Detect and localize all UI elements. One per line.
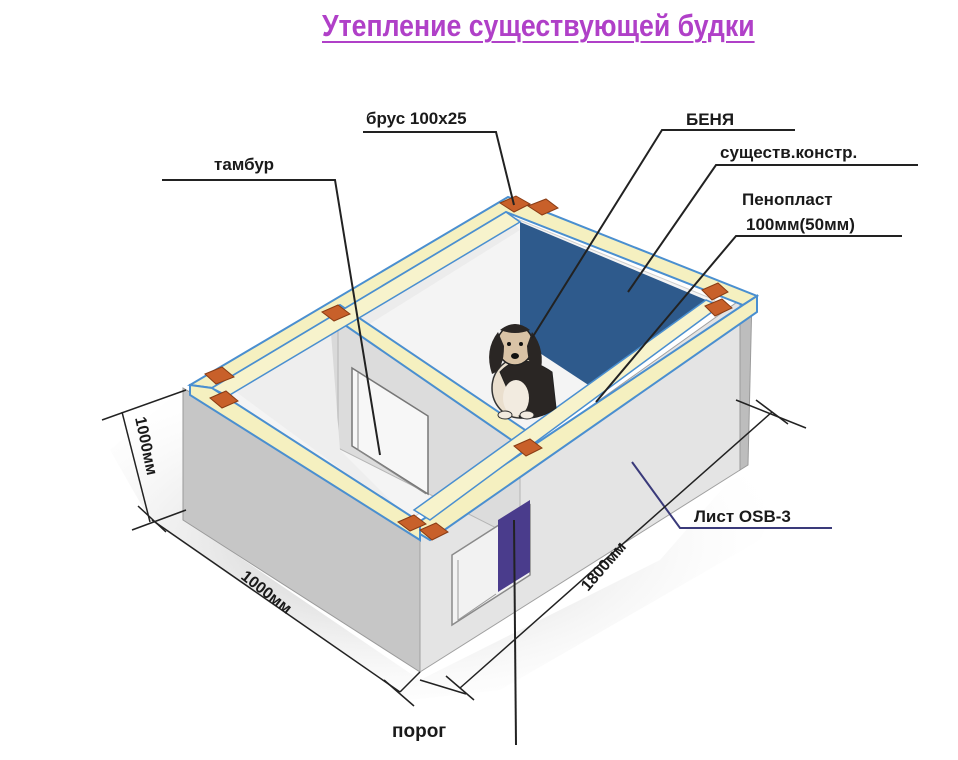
dog-eye [519, 342, 523, 346]
dim-height-tick [101, 389, 187, 421]
front-door-inner-frame [457, 560, 497, 621]
dog-crown [500, 324, 530, 333]
label-existing-construction: существ.констр. [720, 143, 857, 162]
dog-chest [503, 380, 529, 416]
leader-foam [595, 235, 902, 403]
label-foam-line2: 100мм(50мм) [746, 215, 855, 234]
dog-eye [507, 342, 511, 346]
vestibule-floor [228, 320, 410, 520]
timber-block [701, 282, 729, 301]
dog-left-ear [489, 332, 504, 374]
foam-rim-left [189, 383, 421, 542]
timber-block [498, 195, 532, 213]
timber-block [513, 438, 543, 457]
dim-width-line [151, 519, 401, 693]
leader-osb [631, 461, 832, 529]
timber-block [209, 390, 239, 409]
timber-block [397, 514, 427, 532]
timber-block [526, 198, 559, 216]
leader-timber [363, 131, 515, 206]
leader-lines [162, 129, 918, 746]
label-dog-name: БЕНЯ [686, 110, 734, 129]
dog-right-ear [527, 332, 542, 374]
leader-vestibule [162, 179, 381, 456]
dog-paw [519, 410, 535, 420]
label-vestibule: тамбур [214, 155, 274, 174]
ground-shadow [110, 385, 800, 700]
label-osb: Лист OSB-3 [694, 507, 791, 526]
dim-length-ext [419, 679, 467, 695]
page-title: Утепление существующей будки [322, 8, 755, 43]
dim-length-ext [735, 399, 807, 429]
leader-threshold [513, 519, 517, 746]
dog-illustration [489, 324, 557, 420]
timber-blocks [204, 195, 733, 541]
timber-block [204, 366, 235, 385]
dog-paw [497, 410, 513, 420]
dog-nose [511, 353, 519, 359]
dim-length-line [459, 411, 773, 689]
timber-block [321, 304, 351, 322]
dim-height-tick [131, 509, 187, 531]
dim-length-tick [445, 675, 475, 701]
timber-block [419, 522, 449, 541]
partition-opening-frame [357, 372, 427, 495]
dim-width-tick [383, 679, 415, 707]
dim-width-ext [399, 671, 421, 693]
label-threshold: порог [392, 721, 446, 742]
dimension-lines [101, 389, 807, 707]
dim-width-tick [137, 505, 167, 533]
label-timber: брус 100х25 [366, 109, 467, 128]
dim-length-tick [755, 399, 789, 425]
leader-dog [531, 129, 795, 339]
label-foam-line1: Пенопласт [742, 190, 833, 209]
dim-height-line [121, 411, 151, 523]
existing-construction-wall [520, 222, 706, 390]
timber-block [704, 298, 733, 317]
leader-existing [627, 164, 918, 293]
